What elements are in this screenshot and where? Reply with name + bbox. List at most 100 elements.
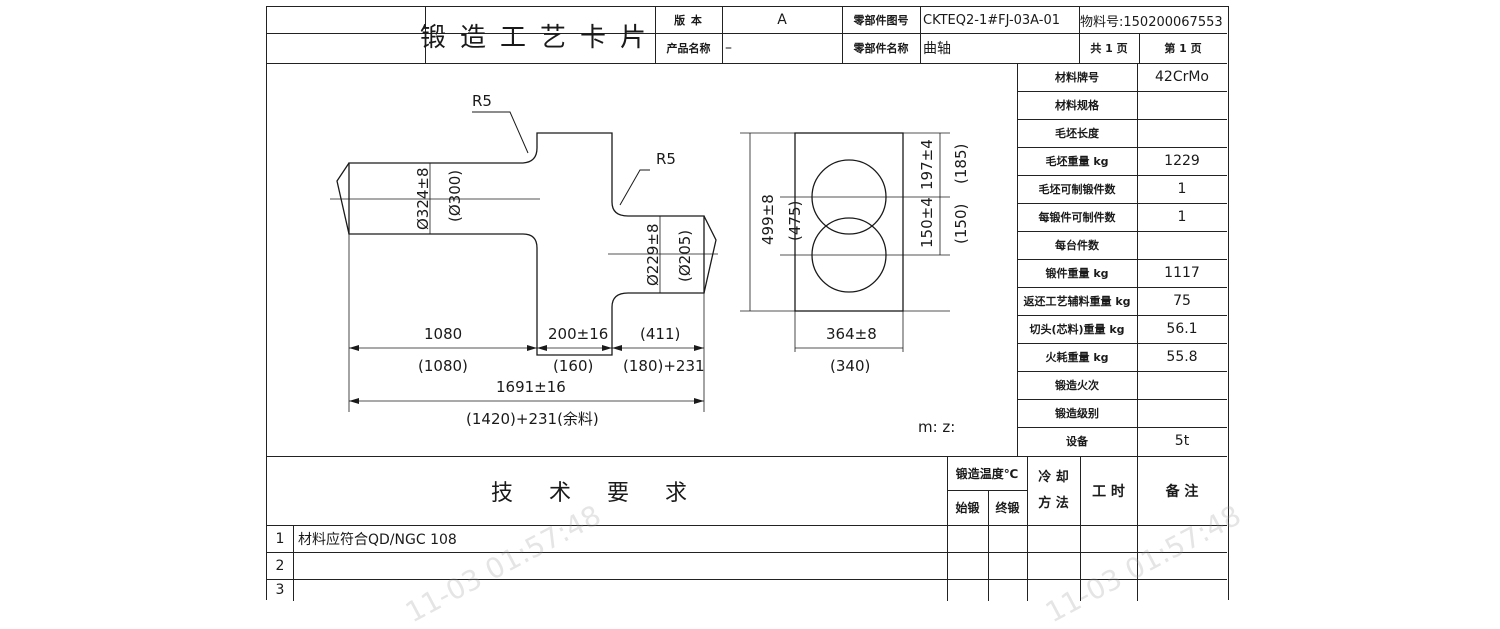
arrow-7	[349, 398, 359, 404]
shaft-outline	[330, 111, 718, 412]
version-label: 版 本	[674, 14, 703, 27]
arrow-6	[694, 345, 704, 351]
tech-col-5	[1137, 456, 1138, 601]
tech-requirements-heading: 技术要求	[490, 480, 723, 506]
tech-col-3	[1027, 456, 1028, 601]
remarks-label: 备 注	[1165, 483, 1199, 500]
spec-label: 返还工艺辅料重量 kg	[1023, 295, 1131, 308]
len-180-text: (180)+231	[623, 357, 705, 375]
version-value: A	[777, 12, 787, 28]
arrow-5	[612, 345, 622, 351]
header-divider-6	[1079, 7, 1080, 63]
header-divider-4	[842, 7, 843, 63]
spec-label: 每锻件可制件数	[1038, 211, 1116, 224]
header-divider-7	[1139, 33, 1140, 63]
arrow-1	[349, 345, 359, 351]
section-rect	[794, 132, 904, 312]
len-1420-text: (1420)+231(余料)	[466, 410, 599, 428]
specs-row-line	[1017, 371, 1227, 372]
drawing-no-label: 零部件图号	[853, 14, 909, 27]
h-197-text: 197±4	[918, 139, 936, 190]
cooling-method-label: 冷 却 方 法	[1027, 456, 1080, 525]
spec-value: 1	[1177, 181, 1187, 197]
arrow-2	[527, 345, 537, 351]
dia-229-text: Ø229±8	[644, 223, 662, 286]
product-name-value: –	[725, 40, 732, 56]
spec-label: 切头(芯料)重量 kg	[1029, 323, 1125, 336]
section-view	[740, 132, 950, 352]
spec-value: 1229	[1164, 153, 1200, 169]
dia-205-text: (Ø205)	[676, 230, 694, 282]
forging-drawing: R5 R5 Ø324±8 (Ø300) Ø229±8 (Ø205) 1080 (…	[330, 92, 970, 436]
h-150-text: 150±4	[918, 197, 936, 248]
left-end	[336, 162, 350, 235]
specs-row-line	[1017, 343, 1227, 344]
spec-label: 毛坯可制锻件数	[1038, 183, 1116, 196]
header-divider-2	[655, 7, 656, 63]
spec-value: 55.8	[1166, 349, 1198, 365]
spec-value: 1	[1177, 209, 1187, 225]
cooling-line-2: 方 法	[1038, 495, 1069, 511]
right-end	[703, 215, 717, 294]
spec-label: 设备	[1066, 435, 1088, 448]
spec-value: 1117	[1164, 265, 1200, 281]
process-card-sheet: 锻造工艺卡片 版 本 A 零部件图号 CKTEQ2-1#FJ-03A-01 物料…	[266, 6, 1229, 601]
spec-label: 材料牌号	[1055, 71, 1099, 84]
tech-col-4	[1080, 456, 1081, 601]
spec-label: 锻造级别	[1055, 407, 1099, 420]
len-411-text: (411)	[640, 325, 680, 343]
len-160-text: (160)	[553, 357, 593, 375]
r5-mid-text: R5	[656, 150, 676, 168]
product-name-label: 产品名称	[666, 42, 711, 55]
w-364-text: 364±8	[826, 325, 877, 343]
tech-col-2	[988, 490, 989, 601]
drawing-no-value: CKTEQ2-1#FJ-03A-01	[923, 12, 1061, 28]
header-divider-5	[920, 7, 921, 63]
w-340-text: (340)	[830, 357, 870, 375]
spec-value: 42CrMo	[1155, 69, 1209, 85]
len-200-text: 200±16	[548, 325, 608, 343]
row-no-col	[293, 525, 294, 601]
dia-300-text: (Ø300)	[446, 170, 464, 222]
tech-row-line-2	[267, 579, 1227, 580]
len-1691-text: 1691±16	[496, 378, 566, 396]
tech-col-1	[947, 456, 948, 601]
len-1080-text: 1080	[424, 325, 462, 343]
spec-label: 锻造火次	[1055, 379, 1099, 392]
arrow-3	[537, 345, 547, 351]
spec-label: 毛坯长度	[1055, 127, 1099, 140]
r5-mid-leader	[619, 169, 650, 206]
spec-label: 锻件重量 kg	[1045, 267, 1109, 280]
tech-row-1-text: 材料应符合QD/NGC 108	[298, 531, 457, 548]
end-forging-label: 终锻	[995, 501, 1020, 515]
header-bottom-line	[267, 63, 1227, 64]
dimension-texts: R5 R5 Ø324±8 (Ø300) Ø229±8 (Ø205) 1080 (…	[414, 92, 970, 436]
dia-324-text: Ø324±8	[414, 167, 432, 230]
part-name-label: 零部件名称	[853, 42, 909, 55]
material-number: 物料号:150200067553	[1080, 14, 1223, 30]
specs-row-line	[1017, 203, 1227, 204]
header-divider-3	[722, 7, 723, 63]
specs-row-line	[1017, 91, 1227, 92]
h-150b-text: (150)	[952, 204, 970, 244]
spec-label: 毛坯重量 kg	[1045, 155, 1109, 168]
header-divider-1	[425, 7, 426, 63]
cooling-line-1: 冷 却	[1038, 469, 1069, 485]
total-pages: 共 1 页	[1090, 42, 1128, 55]
tech-top-line	[267, 456, 1227, 457]
tech-row-3-no: 3	[275, 582, 285, 598]
h-475-text: (475)	[786, 201, 804, 241]
specs-row-line	[1017, 231, 1227, 232]
arrow-8	[694, 398, 704, 404]
h-185-text: (185)	[952, 144, 970, 184]
tech-row-1-no: 1	[275, 530, 285, 547]
spec-label: 火耗重量 kg	[1045, 351, 1109, 364]
mz-text: m: z:	[918, 418, 955, 436]
tech-row-2-no: 2	[275, 557, 285, 574]
temp-sub-line	[947, 490, 1027, 491]
spec-value: 56.1	[1166, 321, 1198, 337]
r5-top-text: R5	[472, 92, 492, 110]
part-name-value: 曲轴	[923, 41, 951, 57]
specs-row-line	[1017, 399, 1227, 400]
specs-row-line	[1017, 427, 1227, 428]
